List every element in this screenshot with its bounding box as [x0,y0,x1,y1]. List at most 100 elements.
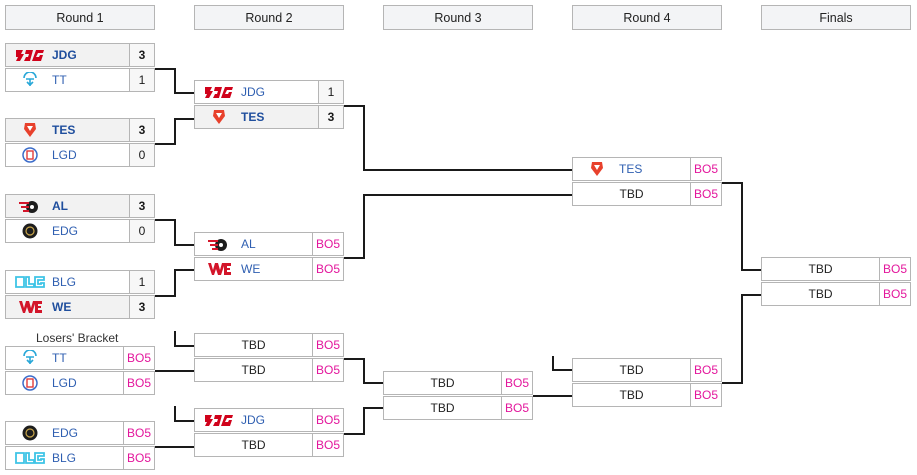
finals-team-tbd-1[interactable]: TBD BO5 [761,257,911,281]
r2-m4-team-tbd[interactable]: TBD BO5 [194,433,344,457]
tes-logo-icon [203,108,235,126]
connector-line [174,118,194,120]
r1-m2-team-lgd[interactable]: LGD 0 [5,143,155,167]
connector-line [552,369,572,371]
connector-line [174,118,176,145]
round-header-1: Round 1 [5,5,155,30]
team-name: TES [619,162,643,176]
team-name: AL [52,199,68,213]
match-format: BO5 [312,434,343,456]
team-name: TBD [430,376,455,390]
lb-m1-team-lgd[interactable]: LGD BO5 [5,371,155,395]
connector-line [174,68,176,93]
connector-line [155,68,175,70]
blg-logo-icon [14,449,46,467]
team-name: TBD [619,187,644,201]
round-header-finals: Finals [761,5,911,30]
team-name: TBD [241,438,266,452]
lb-m1-team-tt[interactable]: TT BO5 [5,346,155,370]
team-name: WE [241,262,261,276]
match-format: BO5 [312,409,343,431]
match-format: BO5 [879,283,910,305]
connector-line [174,420,194,422]
connector-line [363,194,365,259]
al-logo-icon [203,235,235,253]
connector-line [344,105,364,107]
r1-m1-team-jdg[interactable]: JDG 3 [5,43,155,67]
r3-m1-team-tbd-2[interactable]: TBD BO5 [383,396,533,420]
connector-line [344,433,364,435]
connector-line [363,169,572,171]
jdg-logo-icon [203,83,235,101]
team-name: BLG [52,451,77,465]
al-logo-icon [14,197,46,215]
edg-logo-icon [14,424,46,442]
team-name: TT [52,73,67,87]
edg-logo-icon [14,222,46,240]
r4-m2-team-tbd-1[interactable]: TBD BO5 [572,358,722,382]
r1-m1-team-tt[interactable]: TT 1 [5,68,155,92]
connector-line [552,356,554,370]
r2-m3-team-tbd-2[interactable]: TBD BO5 [194,358,344,382]
match-format: BO5 [690,384,721,406]
connector-line [174,345,194,347]
r2-m1-team-tes[interactable]: TES 3 [194,105,344,129]
team-name: JDG [241,413,265,427]
connector-line [741,269,761,271]
r4-m1-team-tes[interactable]: TES BO5 [572,157,722,181]
match-format: BO5 [123,447,154,469]
team-name: AL [241,237,256,251]
score: 3 [129,195,154,217]
r2-m4-team-jdg[interactable]: JDG BO5 [194,408,344,432]
team-name: LGD [52,376,77,390]
connector-line [174,244,194,246]
score: 3 [318,106,343,128]
match-format: BO5 [690,359,721,381]
lb-m2-team-edg[interactable]: EDG BO5 [5,421,155,445]
r1-m2-team-tes[interactable]: TES 3 [5,118,155,142]
r2-m1-team-jdg[interactable]: JDG 1 [194,80,344,104]
match-format: BO5 [879,258,910,280]
score: 1 [129,271,154,293]
r1-m3-team-al[interactable]: AL 3 [5,194,155,218]
match-format: BO5 [690,158,721,180]
connector-line [344,257,364,259]
team-name: JDG [241,85,265,99]
lgd-logo-icon [14,374,46,392]
team-name: TBD [619,388,644,402]
connector-line [741,294,761,296]
connector-line [533,395,572,397]
r2-m2-team-al[interactable]: AL BO5 [194,232,344,256]
connector-line [155,219,175,221]
connector-line [363,194,572,196]
r4-m2-team-tbd-2[interactable]: TBD BO5 [572,383,722,407]
r1-m3-team-edg[interactable]: EDG 0 [5,219,155,243]
match-format: BO5 [501,397,532,419]
connector-line [174,406,176,421]
r2-m3-team-tbd-1[interactable]: TBD BO5 [194,333,344,357]
connector-line [174,331,176,346]
connector-line [174,269,194,271]
r2-m2-team-we[interactable]: WE BO5 [194,257,344,281]
team-name: TBD [241,363,266,377]
team-name: TT [52,351,67,365]
we-logo-icon [14,298,46,316]
team-name: EDG [52,224,79,238]
finals-team-tbd-2[interactable]: TBD BO5 [761,282,911,306]
tes-logo-icon [581,160,613,178]
match-format: BO5 [123,372,154,394]
score: 1 [129,69,154,91]
tt-logo-icon [14,349,46,367]
r4-m1-team-tbd[interactable]: TBD BO5 [572,182,722,206]
connector-line [155,370,194,372]
lb-m2-team-blg[interactable]: BLG BO5 [5,446,155,470]
tt-logo-icon [14,71,46,89]
r1-m4-team-we[interactable]: WE 3 [5,295,155,319]
r3-m1-team-tbd-1[interactable]: TBD BO5 [383,371,533,395]
r1-m4-team-blg[interactable]: BLG 1 [5,270,155,294]
losers-bracket-label: Losers' Bracket [36,331,119,345]
match-format: BO5 [312,334,343,356]
lgd-logo-icon [14,146,46,164]
connector-line [363,358,365,383]
jdg-logo-icon [203,411,235,429]
